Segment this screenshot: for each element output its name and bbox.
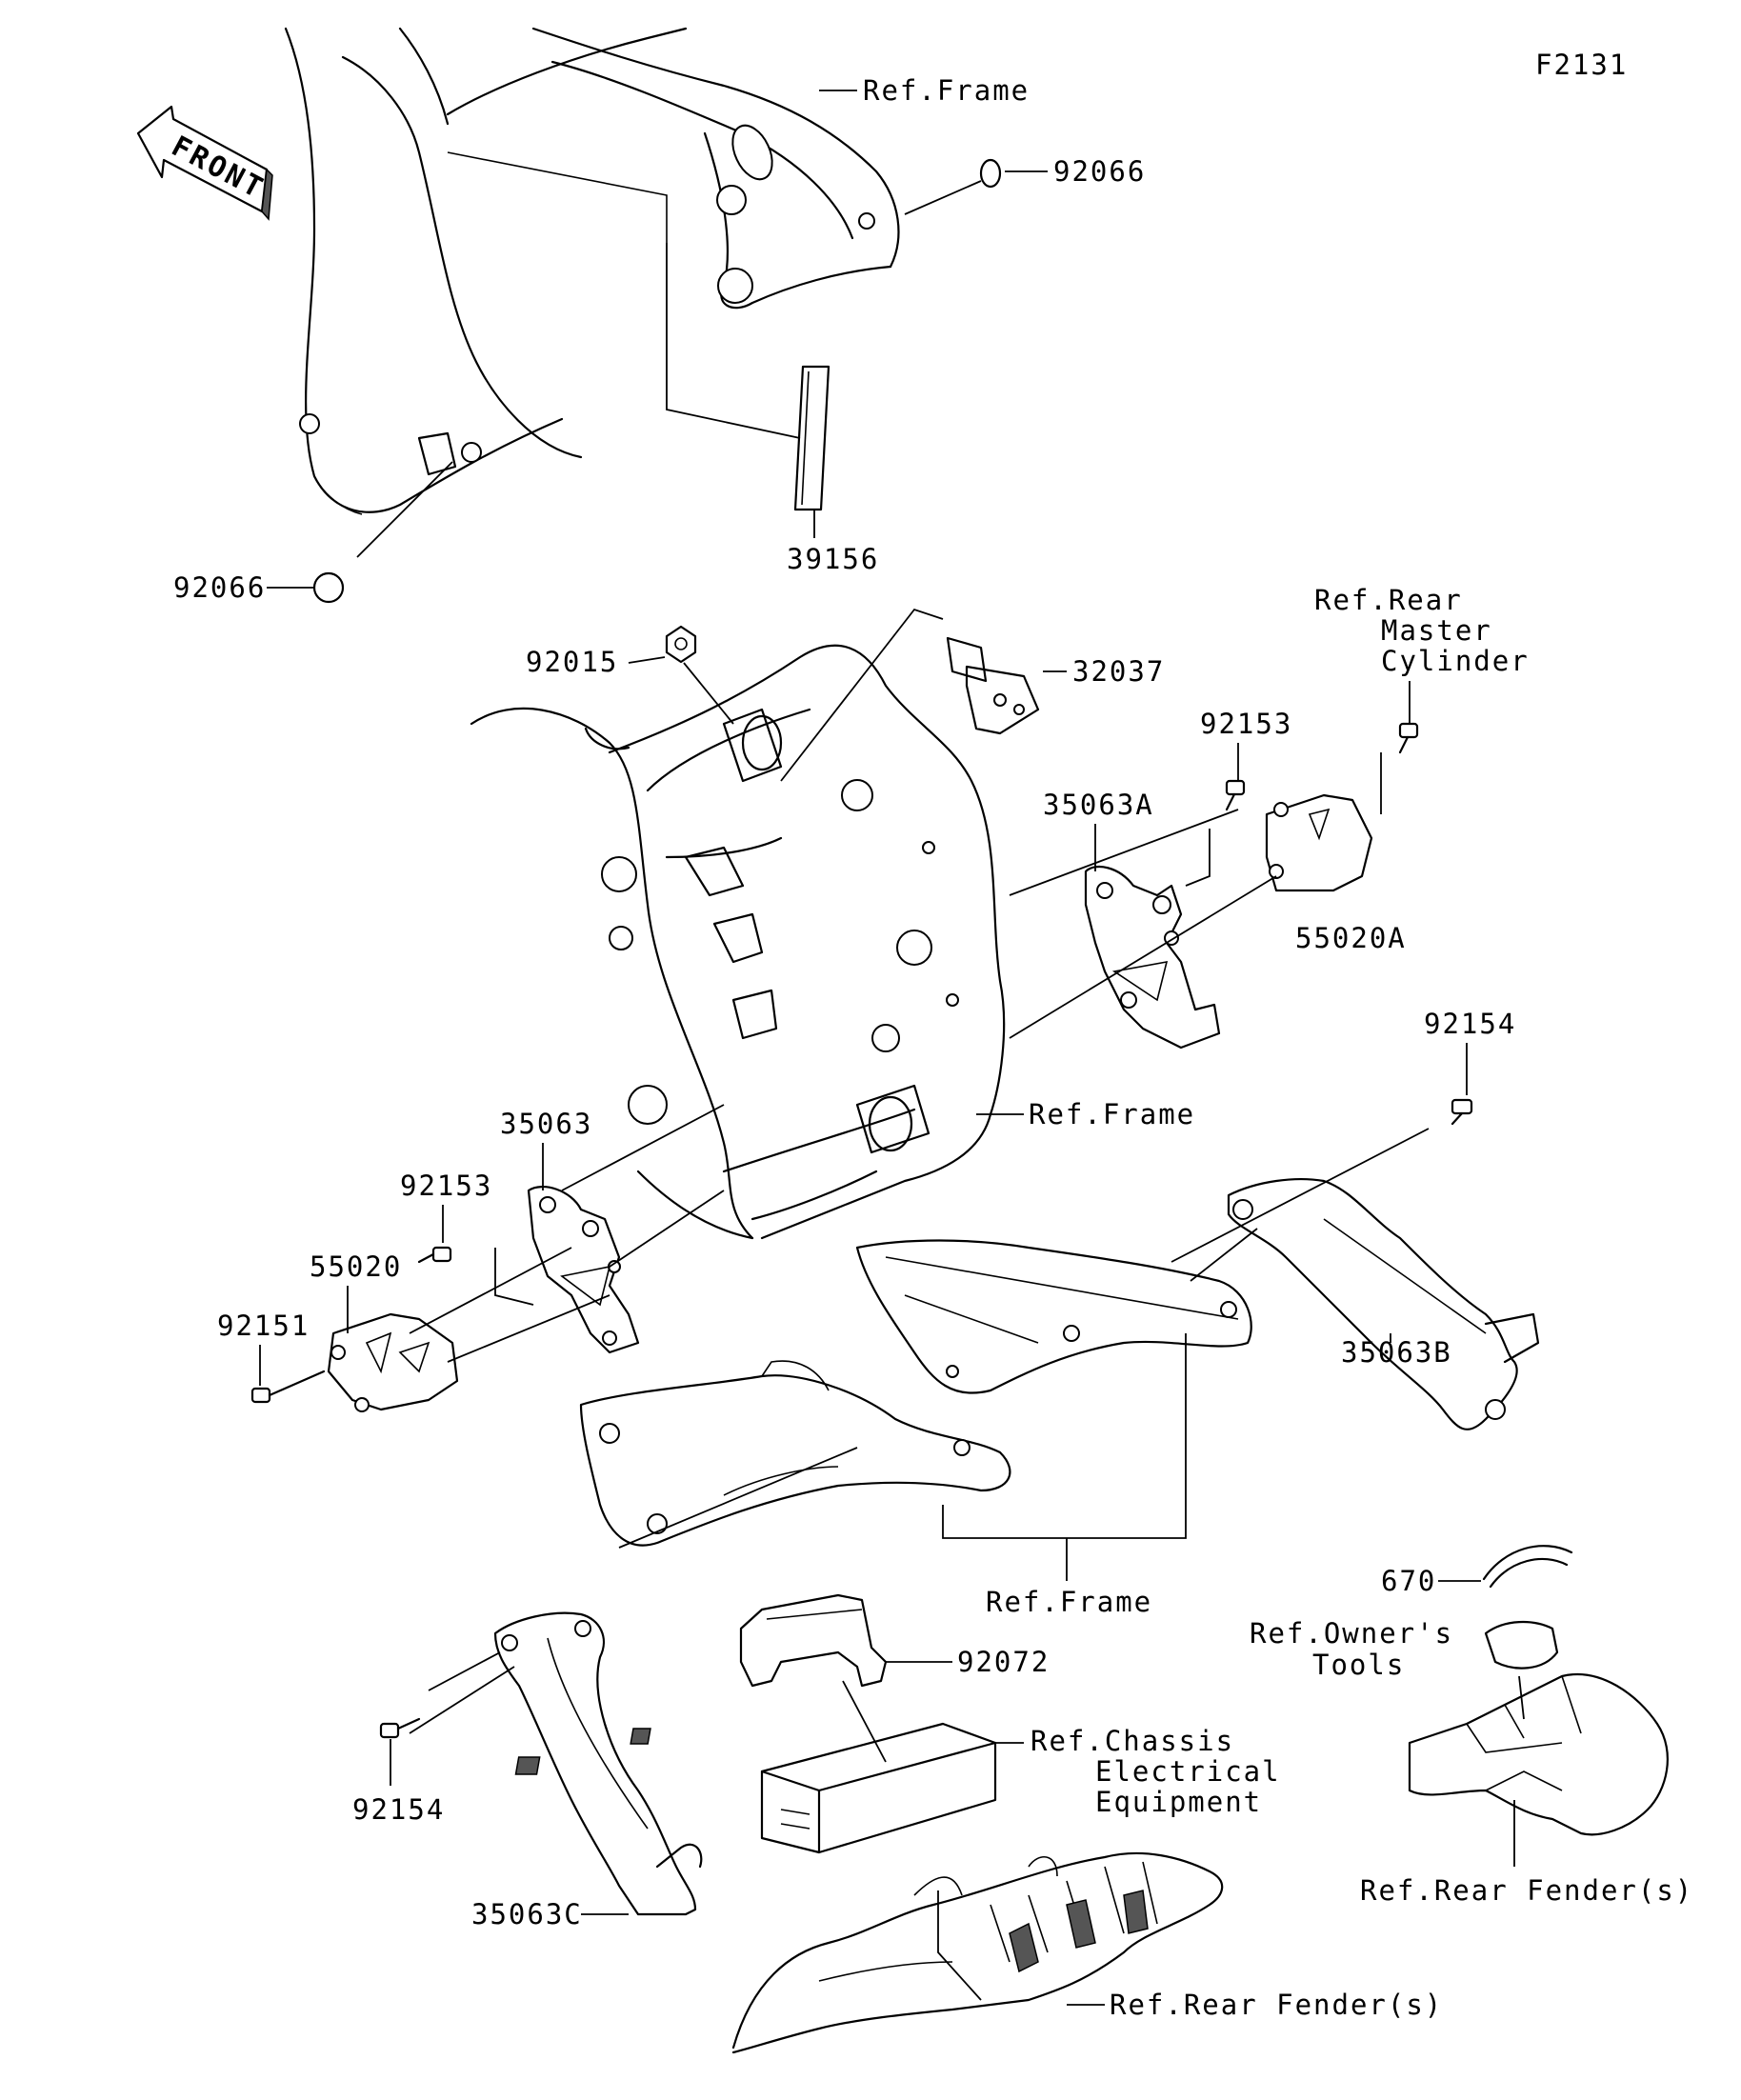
ref-chassis-1: Ref.Chassis: [1031, 1725, 1234, 1757]
frame-crossmember-upper: [855, 1239, 1252, 1394]
label-92015: 92015: [526, 646, 618, 678]
ref-chassis-3: Equipment: [1095, 1786, 1262, 1818]
ref-owners-tools-2: Tools: [1312, 1649, 1405, 1681]
part-92072: [739, 1593, 888, 1688]
part-35063C: [493, 1611, 703, 1916]
ref-rear-fender-bottom: Ref.Rear Fender(s): [1110, 1989, 1443, 2021]
part-55020A: [1265, 793, 1373, 892]
bolt-master-cylinder: [1398, 722, 1419, 754]
frame-main-section: [470, 608, 1006, 1240]
label-92066-left: 92066: [173, 571, 266, 604]
ref-chassis-2: Electrical: [1095, 1755, 1281, 1788]
bolt-92153-right: [1225, 779, 1246, 811]
part-92015: [628, 625, 734, 725]
rear-fender-bottom: [731, 1851, 1224, 2054]
part-670: [1482, 1545, 1573, 1589]
label-92154-left: 92154: [352, 1793, 445, 1826]
label-92154-right: 92154: [1424, 1008, 1516, 1040]
frame-crossmember-lower: [579, 1360, 1011, 1547]
label-35063B: 35063B: [1341, 1336, 1452, 1369]
label-35063A: 35063A: [1043, 789, 1154, 821]
owners-tools-pouch: [1484, 1620, 1559, 1670]
ref-frame-mid: Ref.Frame: [1029, 1098, 1195, 1130]
part-92066-left: [267, 461, 453, 604]
label-92066-top: 92066: [1053, 155, 1146, 188]
ref-owners-tools-1: Ref.Owner's: [1250, 1617, 1453, 1650]
svg-text:Ref.Rear: Ref.Rear: [1314, 584, 1463, 616]
label-670: 670: [1381, 1565, 1436, 1597]
bolt-92153-left: [417, 1246, 452, 1264]
label-92153-right: 92153: [1200, 708, 1292, 740]
part-92066-top: [904, 158, 1048, 215]
frame-top-section: [284, 27, 900, 515]
label-92072: 92072: [957, 1646, 1050, 1678]
ref-frame-top: Ref.Frame: [863, 74, 1030, 107]
bolt-92154-right: [1451, 1098, 1473, 1126]
part-32037: [946, 636, 1067, 735]
diagram-id: F2131: [1535, 49, 1628, 81]
part-35063A: [1084, 865, 1221, 1050]
label-35063: 35063: [500, 1108, 592, 1140]
part-39156: [666, 243, 830, 538]
battery: [514, 1722, 997, 1854]
ref-rear-fender-right: Ref.Rear Fender(s): [1360, 1874, 1693, 1907]
part-55020: [327, 1312, 459, 1412]
svg-text:Master: Master: [1381, 614, 1492, 647]
ref-frame-bottom: Ref.Frame: [986, 1586, 1152, 1618]
rear-fender-right: [1408, 1673, 1669, 1836]
front-arrow-icon: FRONT: [136, 105, 273, 221]
label-55020A: 55020A: [1295, 922, 1407, 954]
label-55020: 55020: [310, 1250, 402, 1283]
label-32037: 32037: [1072, 655, 1165, 688]
label-92151: 92151: [217, 1310, 310, 1342]
label-35063C: 35063C: [471, 1898, 583, 1930]
bolt-92151: [250, 1370, 326, 1404]
ref-rear-master-cylinder: Ref.Rear Master Cylinder: [1314, 584, 1530, 677]
label-92153-left: 92153: [400, 1170, 492, 1202]
bolt-92154-left: [379, 1717, 421, 1739]
label-39156: 39156: [787, 543, 879, 575]
part-35063: [527, 1186, 640, 1354]
part-35063B: [1227, 1178, 1540, 1430]
svg-text:Cylinder: Cylinder: [1381, 645, 1530, 677]
front-marker: FRONT: [166, 130, 270, 206]
